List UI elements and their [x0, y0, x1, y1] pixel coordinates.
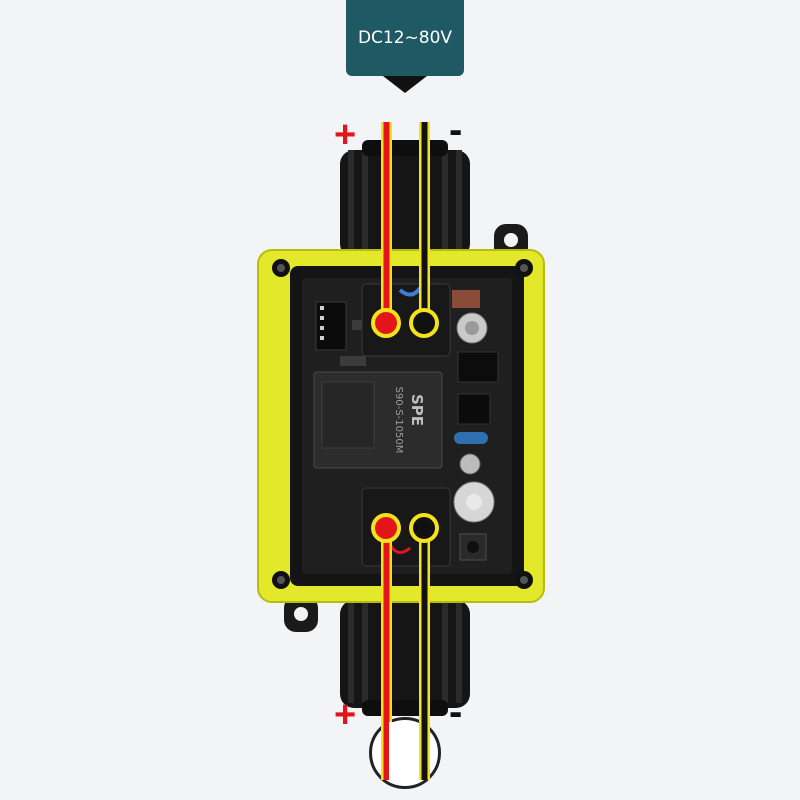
down-arrow-icon	[383, 76, 427, 93]
top-cable-gland	[340, 140, 470, 258]
relay-brand-text: SPE	[408, 394, 426, 426]
voltage-label-box: DC12~80V	[346, 0, 464, 76]
voltage-label: DC12~80V	[357, 28, 453, 48]
top-plus-sign: +	[334, 114, 357, 156]
relay-model-text: S90-S-1050M	[393, 387, 404, 454]
bottom-minus-sign: -	[449, 690, 463, 734]
negative-wire	[409, 122, 439, 728]
bottom-plus-sign: +	[334, 694, 357, 736]
positive-wire	[371, 122, 401, 728]
circuit-board: SPE S90-S-1050M	[302, 278, 512, 574]
relay: SPE S90-S-1050M	[313, 371, 443, 469]
load-indicator	[369, 717, 441, 789]
mounting-tab-bottom	[284, 596, 318, 632]
top-minus-sign: -	[449, 108, 463, 152]
